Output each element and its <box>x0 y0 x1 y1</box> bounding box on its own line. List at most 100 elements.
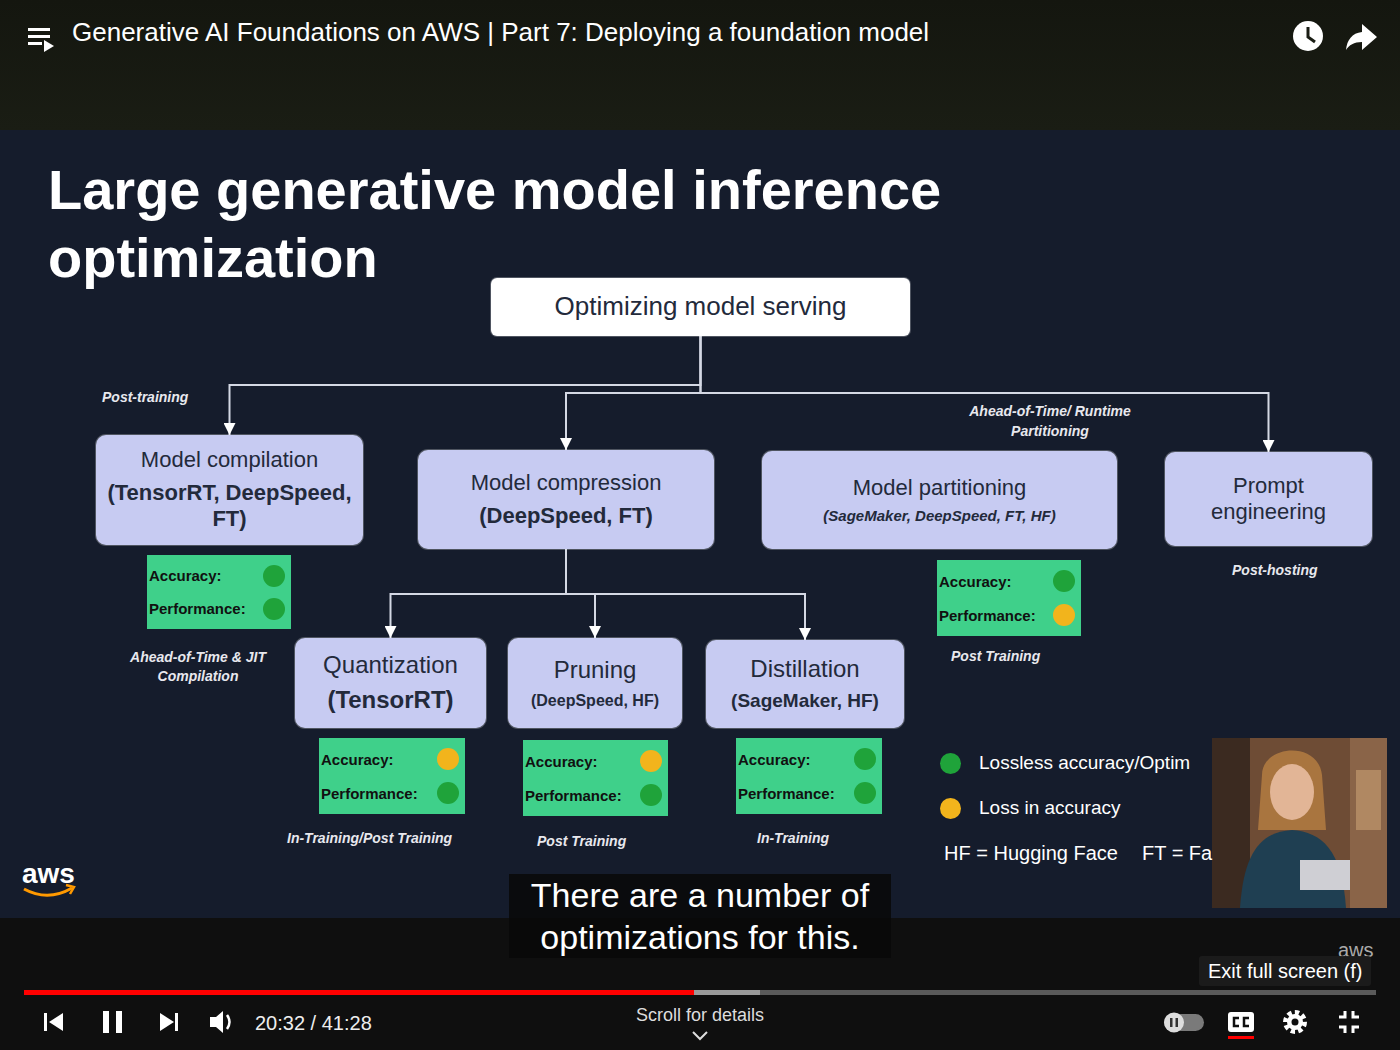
metric-box: Accuracy: Performance: <box>147 555 291 629</box>
note-label: Post-hosting <box>1232 561 1318 579</box>
gear-body <box>1287 1014 1303 1030</box>
connector-arrow <box>230 336 701 435</box>
metric-label: Accuracy: <box>738 751 811 768</box>
metric-row: Accuracy: <box>149 565 285 587</box>
label-box: There are a number of optimizations for … <box>500 874 900 958</box>
prev-button <box>44 1013 63 1031</box>
chevron-down <box>693 1032 707 1039</box>
icon-bar <box>44 1013 47 1031</box>
settings-button <box>1286 1013 1304 1031</box>
metric-label: Accuracy: <box>321 751 394 768</box>
process-box: Quantization(TensorRT) <box>295 638 486 728</box>
playlist-icon <box>28 28 54 52</box>
node-heading: Model compilation <box>141 447 318 473</box>
icon-triangle <box>49 1013 63 1031</box>
laptop <box>1300 860 1350 890</box>
note-label: Ahead-of-Time & JIT Compilation <box>118 648 278 686</box>
node-subtext: (DeepSpeed, FT) <box>479 503 653 529</box>
note-label: Post Training <box>951 647 1040 665</box>
icon-bar <box>175 1013 178 1031</box>
cc-glyph <box>1234 1018 1239 1026</box>
label-box: Ahead-of-Time/ Runtime Partitioning <box>955 401 1145 441</box>
connector-arrow <box>566 336 701 450</box>
status-dot <box>437 748 459 770</box>
metric-label: Performance: <box>149 600 246 617</box>
label-box: aws <box>22 856 75 891</box>
note-label: HF = Hugging Face <box>944 841 1118 866</box>
metric-row: Accuracy: <box>321 748 459 770</box>
icon-triangle <box>160 1013 174 1031</box>
metric-label: Accuracy: <box>939 573 1012 590</box>
note-label: 20:32 / 41:28 <box>255 1011 372 1036</box>
process-box: Optimizing model serving <box>491 278 910 336</box>
clock-face <box>1293 21 1323 51</box>
legend-text: Lossless accuracy/Optim <box>979 750 1190 776</box>
note-label: In-Training <box>757 829 829 847</box>
status-dot <box>640 784 662 806</box>
note-label: aws <box>22 856 75 891</box>
pause-button <box>103 1011 122 1033</box>
note-label: In-Training/Post Training <box>287 829 452 847</box>
label-box: Scroll for details <box>590 1004 810 1027</box>
node-heading: Model compression <box>471 470 662 496</box>
exit-fullscreen-button <box>1339 1011 1359 1033</box>
process-box: Model partitioning(SageMaker, DeepSpeed,… <box>762 451 1117 549</box>
metric-label: Performance: <box>738 785 835 802</box>
status-dot <box>437 782 459 804</box>
status-dot <box>263 565 285 587</box>
label-box: FT = Fa <box>1142 841 1212 866</box>
metric-label: Accuracy: <box>525 753 598 770</box>
node-subtext: (TensorRT) <box>327 686 453 715</box>
metric-row: Performance: <box>939 604 1075 626</box>
progress-track <box>24 990 1376 995</box>
clock-hands <box>1308 27 1315 42</box>
progress-buffer <box>24 990 760 995</box>
label-box: Ahead-of-Time & JIT Compilation <box>118 648 278 686</box>
process-box: Model compilation(TensorRT, DeepSpeed, F… <box>96 435 363 545</box>
corner <box>1339 1011 1345 1017</box>
metric-label: Performance: <box>321 785 418 802</box>
note-label: Scroll for details <box>590 1004 810 1027</box>
legend-text: Loss in accuracy <box>979 795 1121 821</box>
label-box: 20:32 / 41:28 <box>255 1011 372 1036</box>
node-heading: Pruning <box>554 656 637 685</box>
sound-wave <box>227 1015 230 1029</box>
note-label: FT = Fa <box>1142 841 1212 866</box>
metric-row: Performance: <box>525 784 662 806</box>
webcam-background <box>1212 738 1387 908</box>
status-dot <box>640 750 662 772</box>
clock-icon <box>1293 21 1323 51</box>
process-box: Prompt engineering <box>1165 452 1372 546</box>
corner <box>1353 1027 1359 1033</box>
node-subtext: (SageMaker, DeepSpeed, FT, HF) <box>823 507 1055 525</box>
legend-swatch <box>940 798 961 819</box>
speaker <box>210 1011 223 1033</box>
volume-button <box>210 1011 230 1033</box>
status-dot <box>854 782 876 804</box>
note-label: Ahead-of-Time/ Runtime Partitioning <box>955 401 1145 441</box>
label-box: Post Training <box>537 832 626 850</box>
metric-box: Accuracy: Performance: <box>523 740 668 816</box>
legend-swatch <box>940 753 961 774</box>
metric-label: Performance: <box>525 787 622 804</box>
metric-box: Accuracy: Performance: <box>937 560 1081 636</box>
connector-arrow <box>701 336 1269 452</box>
subtitle-caption: There are a number of optimizations for … <box>509 874 891 958</box>
status-dot <box>263 598 285 620</box>
slide-title-box: Large generative model inference optimiz… <box>48 156 1148 292</box>
connector-arrow <box>391 549 567 638</box>
autoplay-toggle <box>1164 1013 1204 1033</box>
webcam-frame <box>1356 770 1381 830</box>
person-hair <box>1258 751 1326 830</box>
toggle-pause <box>1176 1018 1179 1027</box>
metric-box: Accuracy: Performance: <box>736 738 882 814</box>
metric-label: Performance: <box>939 607 1036 624</box>
node-heading: Distillation <box>750 655 859 684</box>
metric-row: Accuracy: <box>738 748 876 770</box>
label-box: In-Training <box>757 829 829 847</box>
icon-bar <box>116 1011 122 1033</box>
icon-line <box>28 42 42 45</box>
label-box: In-Training/Post Training <box>287 829 452 847</box>
toggle-pause <box>1170 1018 1173 1027</box>
